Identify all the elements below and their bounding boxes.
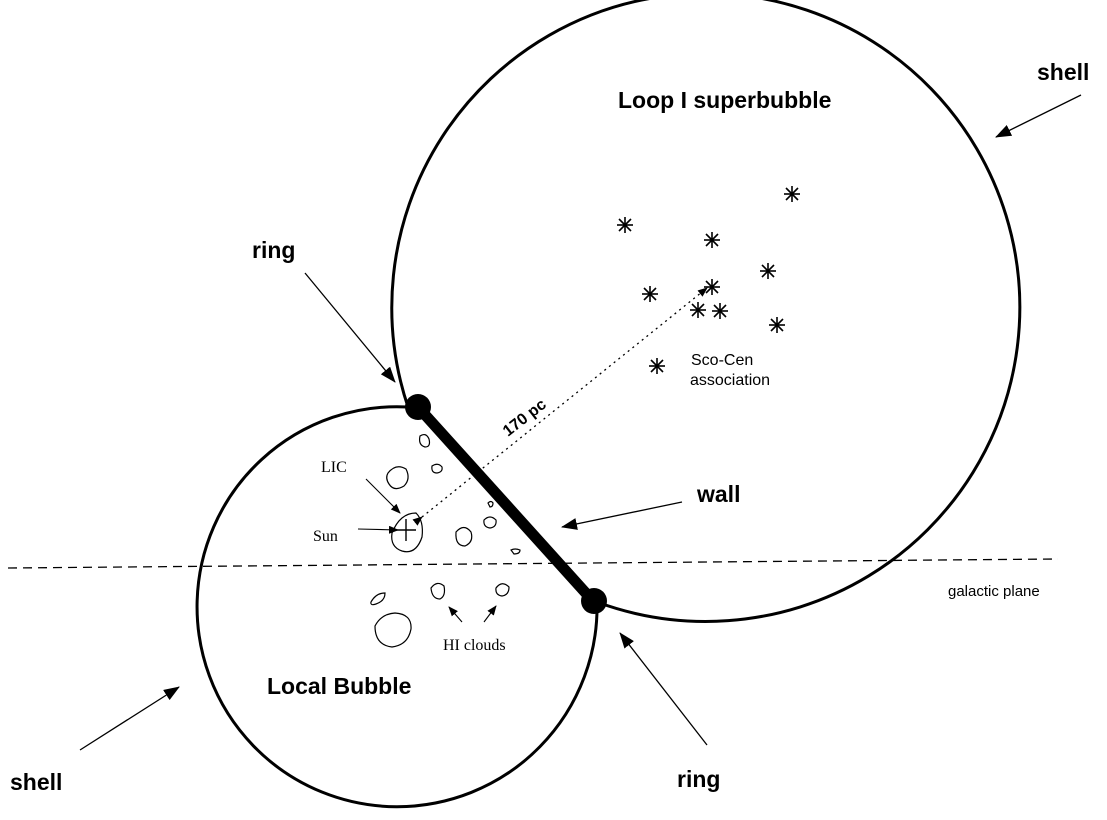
ring-node-bottom bbox=[581, 588, 607, 614]
ring-bottom-arrow bbox=[619, 632, 708, 746]
cloud-group bbox=[370, 433, 521, 648]
local-bubble-shell bbox=[195, 405, 599, 809]
ring-top-arrow bbox=[304, 272, 396, 383]
cloud bbox=[374, 612, 412, 648]
loop-i-title: Loop I superbubble bbox=[618, 87, 831, 113]
wall-arrow bbox=[561, 501, 683, 530]
cloud bbox=[455, 526, 473, 547]
lic-arrow bbox=[365, 478, 401, 514]
hi-clouds-label: HI clouds bbox=[443, 637, 506, 654]
star-icon bbox=[642, 286, 658, 302]
ring-node-top bbox=[405, 394, 431, 420]
cloud bbox=[418, 433, 431, 448]
association-label: association bbox=[690, 372, 770, 389]
cloud bbox=[487, 500, 494, 508]
cloud bbox=[483, 516, 497, 529]
shell-top-label: shell bbox=[1037, 59, 1089, 85]
sun-label: Sun bbox=[313, 528, 338, 545]
ring-top-label: ring bbox=[252, 237, 295, 263]
star-icon bbox=[769, 317, 785, 333]
hi-clouds-arrow-right bbox=[483, 605, 497, 623]
sun-arrow bbox=[357, 525, 399, 534]
cloud bbox=[370, 592, 386, 606]
cloud bbox=[430, 582, 446, 600]
star-icon bbox=[704, 279, 720, 295]
hi-clouds-arrow-left bbox=[448, 606, 463, 623]
shell-bottom-label: shell bbox=[10, 769, 62, 795]
wall-label: wall bbox=[696, 481, 740, 507]
sco-cen-label: Sco-Cen bbox=[691, 352, 753, 369]
lic-label: LIC bbox=[321, 459, 347, 476]
shell-top-arrow bbox=[995, 94, 1082, 138]
star-icon bbox=[784, 186, 800, 202]
wall-line bbox=[412, 401, 599, 607]
galactic-plane-line bbox=[7, 558, 1059, 569]
sco-cen-stars bbox=[617, 186, 800, 374]
distance-line bbox=[412, 287, 708, 526]
cloud bbox=[510, 548, 521, 555]
shell-bottom-arrow bbox=[79, 686, 180, 751]
cloud bbox=[495, 583, 510, 597]
star-icon bbox=[617, 217, 633, 233]
loop-i-shell bbox=[390, 0, 1022, 623]
star-icon bbox=[704, 232, 720, 248]
local-bubble-title: Local Bubble bbox=[267, 673, 411, 699]
star-icon bbox=[712, 303, 728, 319]
sun-marker-icon bbox=[396, 519, 416, 541]
star-icon bbox=[649, 358, 665, 374]
cloud bbox=[386, 466, 409, 490]
star-icon bbox=[690, 302, 706, 318]
ring-bottom-label: ring bbox=[677, 766, 720, 792]
lic-cloud bbox=[391, 512, 423, 553]
star-icon bbox=[760, 263, 776, 279]
cloud bbox=[431, 463, 443, 474]
galactic-plane-label: galactic plane bbox=[948, 583, 1040, 600]
